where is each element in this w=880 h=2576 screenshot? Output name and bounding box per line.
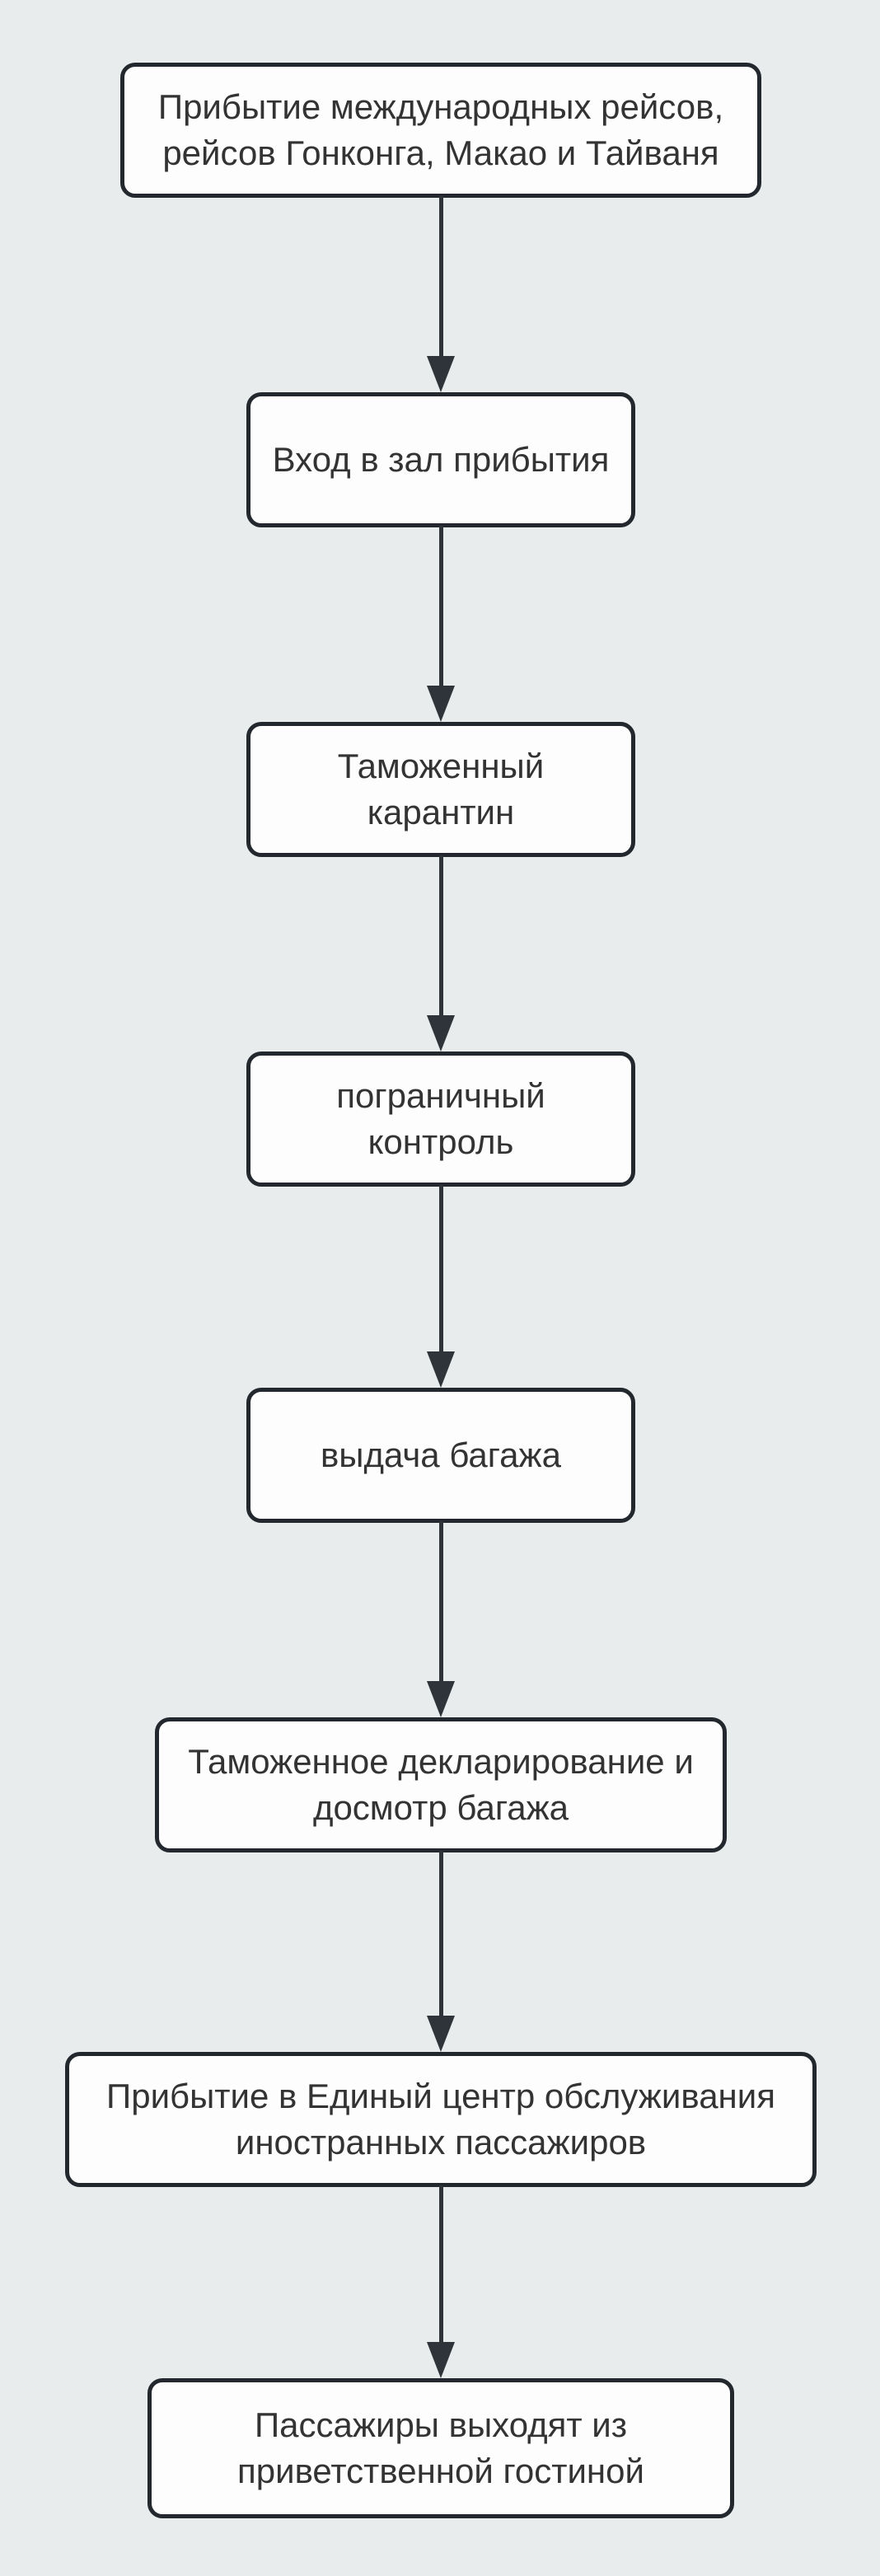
flow-edge — [427, 196, 455, 392]
edge-line — [438, 855, 443, 1019]
flow-edge — [427, 2185, 455, 2378]
flow-node-service-center: Прибытие в Единый центр обслуживания ино… — [65, 2052, 817, 2187]
flow-node-label: Вход в зал прибытия — [272, 440, 610, 480]
flow-node-label: Таможенное декларирование и досмотр бага… — [188, 1742, 694, 1827]
flow-node-label: Пассажиры выходят из приветственной гост… — [237, 2405, 644, 2490]
flow-node-label: Прибытие в Единый центр обслуживания ино… — [106, 2077, 775, 2161]
edge-line — [438, 196, 443, 359]
flow-node-label: Прибытие международных рейсов, рейсов Го… — [157, 87, 724, 172]
arrowhead-icon — [427, 1015, 455, 1051]
arrowhead-icon — [427, 2342, 455, 2378]
arrowhead-icon — [427, 2016, 455, 2052]
arrowhead-icon — [427, 1351, 455, 1388]
edge-line — [438, 1185, 443, 1355]
flow-node-label: пограничный контроль — [336, 1076, 545, 1161]
flow-edge — [427, 855, 455, 1051]
flow-node-baggage-claim: выдача багажа — [246, 1388, 635, 1523]
flow-node-arrival-hall-entry: Вход в зал прибытия — [246, 392, 635, 527]
flow-edge — [427, 1521, 455, 1717]
arrowhead-icon — [427, 1681, 455, 1717]
flow-node-international-arrival: Прибытие международных рейсов, рейсов Го… — [120, 63, 761, 198]
arrowhead-icon — [427, 686, 455, 722]
flow-edge — [427, 526, 455, 722]
arrowhead-icon — [427, 356, 455, 392]
flow-node-border-control: пограничный контроль — [246, 1051, 635, 1187]
flow-node-customs-declaration: Таможенное декларирование и досмотр бага… — [155, 1717, 727, 1852]
flow-node-customs-quarantine: Таможенный карантин — [246, 722, 635, 857]
flow-node-exit-lounge: Пассажиры выходят из приветственной гост… — [147, 2378, 734, 2518]
edge-line — [438, 526, 443, 689]
flow-edge — [427, 1185, 455, 1388]
edge-line — [438, 1851, 443, 2019]
edge-line — [438, 2185, 443, 2345]
flow-node-label: Таможенный карантин — [337, 747, 545, 831]
flow-node-label: выдача багажа — [320, 1436, 561, 1475]
flow-edge — [427, 1851, 455, 2052]
edge-line — [438, 1521, 443, 1684]
